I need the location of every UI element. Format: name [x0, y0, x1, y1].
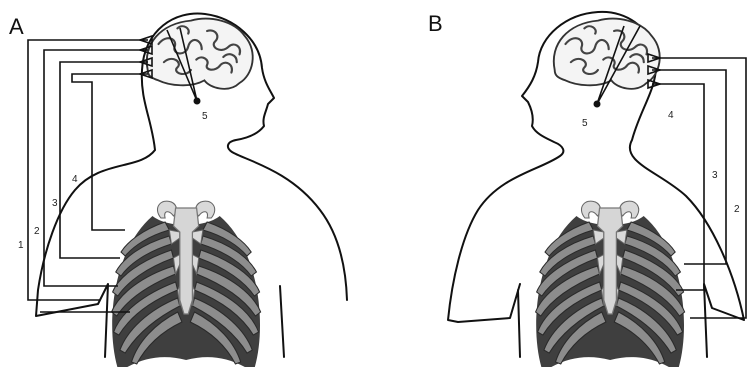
brain-b	[554, 19, 660, 89]
center-label-a: 5	[202, 111, 208, 122]
ribcage-a	[112, 201, 261, 367]
pathway-label-b-2: 2	[734, 204, 740, 215]
panel-a: 1 2 3 4 5	[18, 13, 347, 367]
panel-b: 4 3 2 5	[448, 12, 746, 367]
panel-label-b: B	[428, 11, 443, 36]
pathway-label-b-4: 4	[668, 110, 674, 121]
brain-a	[147, 19, 253, 89]
pathway-label-a-3: 3	[52, 198, 58, 209]
center-label-b: 5	[582, 118, 588, 129]
pathway-label-b-3: 3	[712, 170, 718, 181]
ribcage-b	[536, 201, 685, 367]
pathway-label-a-1: 1	[18, 240, 24, 251]
pathway-label-a-4: 4	[72, 174, 78, 185]
panel-label-a: A	[9, 14, 24, 39]
pathway-label-a-2: 2	[34, 226, 40, 237]
